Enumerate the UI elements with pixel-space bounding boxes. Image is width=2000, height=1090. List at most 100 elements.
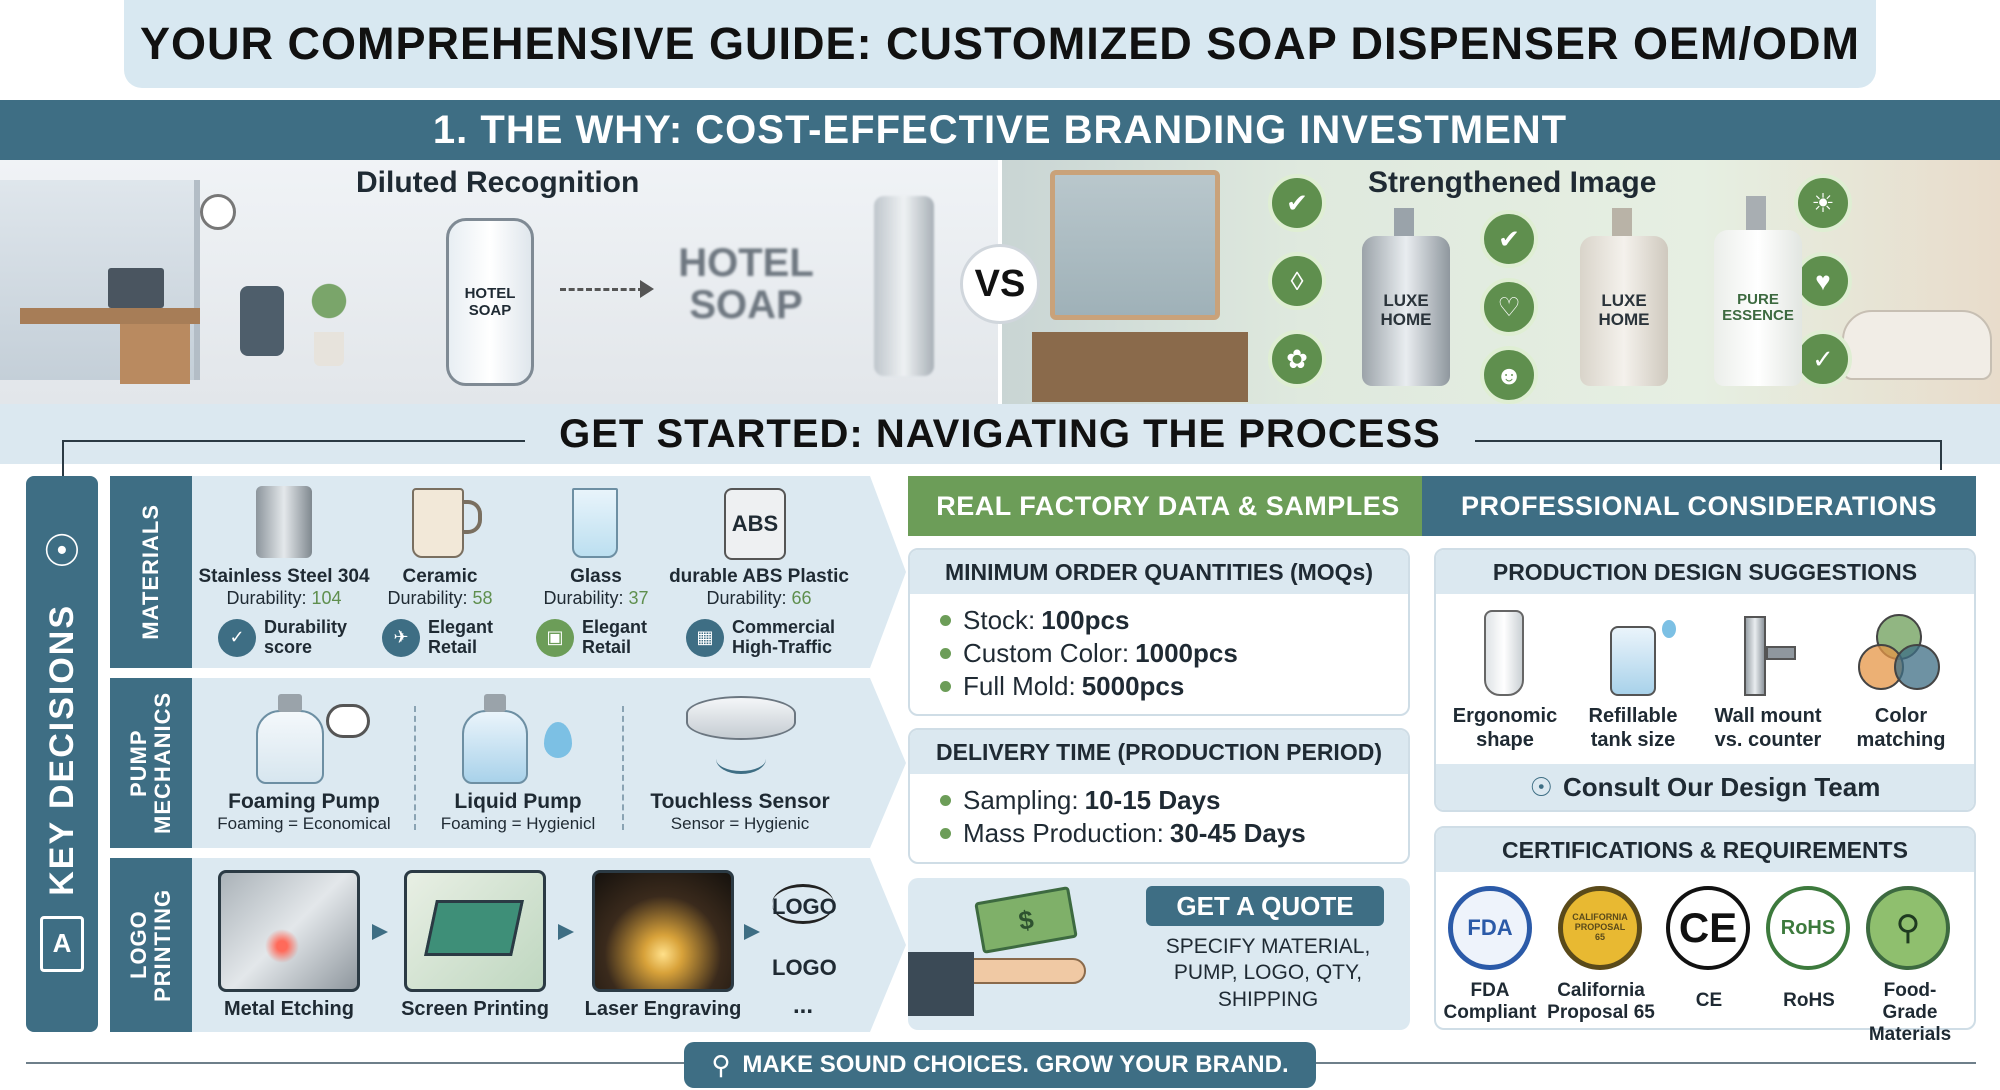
delivery-row: Mass Production:30-45 Days (940, 817, 1408, 850)
abs-plastic-jug: ABS (724, 488, 786, 560)
versus-badge: VS (960, 244, 1040, 324)
blurred-hotel-soap-text: HOTEL SOAP (678, 241, 814, 327)
lightbulb-icon: ☀ (1794, 174, 1852, 232)
refillable-tank-icon (1610, 626, 1656, 696)
shopping-bag-icon: ▣ (536, 618, 574, 657)
strengthened-image-label: Strengthened Image (1368, 166, 1657, 199)
office-chair (240, 286, 284, 356)
shield-icon: ✓ (218, 618, 256, 657)
logo-printing-tab: LOGO PRINTING (110, 858, 192, 1032)
generic-soap-dispenser: HOTEL SOAP (446, 218, 534, 386)
food-grade-badge-icon: ⚲ (1866, 886, 1950, 970)
thumbs-up-icon: ✔ (1268, 174, 1326, 232)
stainless-steel-cup (256, 486, 312, 558)
glass-cup (572, 488, 618, 558)
luxe-home-ceramic-bottle: LUXE HOME (1580, 236, 1668, 386)
bathroom-mirror (1050, 170, 1220, 320)
leaf-icon: ✿ (1268, 330, 1326, 388)
family-icon: ☻ (1480, 346, 1538, 404)
certification-label: FDA Compliant (1443, 980, 1537, 1023)
touchless-sensor-device (686, 696, 796, 740)
moq-row: Custom Color:1000pcs (940, 637, 1408, 670)
diluted-recognition-scene: Diluted Recognition HOTEL SOAP HOTEL SOA… (0, 160, 998, 404)
office-desk (20, 308, 200, 324)
moq-row: Stock:100pcs (940, 604, 1408, 637)
towel-icon: ◊ (1268, 252, 1326, 310)
money-hand-icon: $ (908, 886, 1096, 1026)
pure-essence-bottle: PURE ESSENCE (1714, 230, 1802, 386)
office-window (0, 180, 200, 380)
document-icon: A (40, 916, 84, 972)
professional-considerations-header: PROFESSIONAL CONSIDERATIONS (1422, 476, 1976, 536)
delivery-title: DELIVERY TIME (PRODUCTION PERIOD) (910, 730, 1408, 774)
certification-label: Food-Grade Materials (1868, 980, 1952, 1045)
process-label: Metal Etching (223, 998, 354, 1020)
material-name: Stainless Steel 304 (198, 566, 370, 587)
material-badge: ▣Elegant Retail (536, 617, 654, 658)
get-quote-button[interactable]: GET A QUOTE (1146, 886, 1384, 926)
laser-beam-icon (262, 926, 302, 966)
get-started-title: GET STARTED: NAVIGATING THE PROCESS (525, 411, 1475, 457)
design-suggestion-label: Color matching (1856, 705, 1946, 751)
more-ellipsis: ... (792, 992, 813, 1019)
material-badge: ✈Elegant Retail (382, 617, 500, 658)
material-name: Glass (570, 566, 622, 587)
wall-mount-icon (1744, 616, 1766, 696)
color-matching-icon (1858, 614, 1942, 694)
luxe-home-steel-bottle: LUXE HOME (1362, 236, 1450, 386)
laser-engraving-image (592, 870, 734, 992)
quote-instructions: SPECIFY MATERIAL, PUMP, LOGO, QTY, SHIPP… (1165, 935, 1371, 1011)
fda-badge-icon: FDA (1448, 886, 1532, 970)
consult-design-team[interactable]: ☉ Consult Our Design Team (1436, 764, 1974, 810)
design-suggestions-title: PRODUCTION DESIGN SUGGESTIONS (1436, 550, 1974, 594)
rohs-badge-icon: RoHS (1766, 886, 1850, 970)
sensor-waves-icon (716, 744, 766, 774)
design-suggestion-label: Refillable tank size (1588, 705, 1678, 751)
material-name: Ceramic (402, 566, 478, 587)
material-durability: Durability: 104 (226, 588, 342, 608)
pump-sub: Foaming = Hygienicl (440, 814, 596, 833)
footer-banner: ⚲ MAKE SOUND CHOICES. GROW YOUR BRAND. (684, 1042, 1316, 1088)
california-prop65-badge-icon: CALIFORNIA PROPOSAL 65 (1558, 886, 1642, 970)
delivery-row: Sampling:10-15 Days (940, 784, 1408, 817)
certification-label: California Proposal 65 (1547, 980, 1655, 1023)
dashed-arrow (560, 288, 644, 291)
pump-sub: Sensor = Hygienic (670, 814, 810, 833)
shield-check-icon: ✓ (1794, 330, 1852, 388)
ce-badge-icon: CE (1666, 886, 1750, 970)
material-durability: Durability: 37 (543, 588, 649, 608)
pump-name: Touchless Sensor (650, 790, 830, 813)
foaming-pump-bottle (256, 710, 324, 784)
hand-care-icon: ♡ (1480, 278, 1538, 336)
lightbulb-icon: ☉ (42, 527, 82, 576)
pump-name: Foaming Pump (228, 790, 380, 813)
foam-cloud-icon (326, 704, 370, 738)
process-arrow (372, 924, 388, 940)
strengthened-image-scene: Strengthened Image ✔ ◊ ✿ ✔ ♡ ☻ ☀ ♥ ✓ LUX… (1002, 160, 2000, 404)
thumbs-up-icon: ✔ (1480, 210, 1538, 268)
key-decisions-label: KEY DECISIONS (42, 604, 81, 896)
why-section-heading: 1. THE WHY: COST-EFFECTIVE BRANDING INVE… (0, 100, 2000, 160)
pump-head (1394, 208, 1414, 238)
lightbulb-icon: ☉ (1529, 771, 1553, 802)
logo-diamond-mark: LOGO (772, 955, 837, 980)
page-title: YOUR COMPREHENSIVE GUIDE: CUSTOMIZED SOA… (124, 0, 1876, 88)
material-durability: Durability: 66 (706, 588, 812, 608)
process-arrow (744, 924, 760, 940)
factory-data-header: REAL FACTORY DATA & SAMPLES (908, 476, 1428, 536)
material-name: durable ABS Plastic (669, 566, 849, 587)
water-drop-icon (1662, 620, 1676, 638)
material-badge: ✓Durability score (218, 617, 348, 658)
plant-icon (306, 266, 352, 336)
water-drop-icon (544, 722, 572, 758)
pump-mechanics-tab: PUMP MECHANICS (110, 678, 192, 848)
certification-label: RoHS (1783, 990, 1835, 1011)
bathtub (1842, 310, 1992, 380)
process-label: Screen Printing (401, 998, 549, 1020)
plane-icon: ✈ (382, 618, 420, 657)
building-icon: ▦ (686, 618, 724, 657)
certification-label: CE (1695, 990, 1723, 1011)
design-suggestion-label: Ergonomic shape (1452, 705, 1558, 751)
heart-hand-icon: ♥ (1794, 252, 1852, 310)
material-durability: Durability: 58 (387, 588, 493, 608)
